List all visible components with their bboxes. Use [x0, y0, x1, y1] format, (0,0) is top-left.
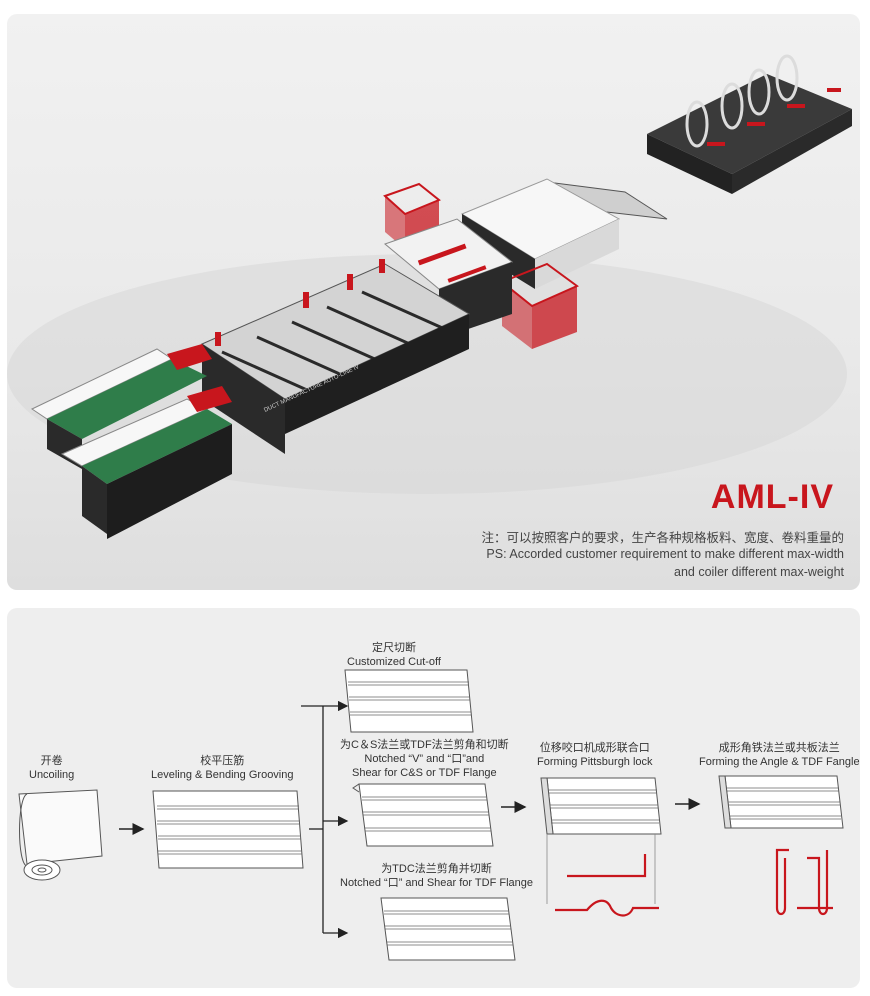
step-cutoff-label: 定尺切断 Customized Cut-off [347, 641, 441, 669]
tdc-notch-sheet [380, 897, 516, 961]
angle-tdf-sheet [718, 775, 844, 829]
step-angle-cn: 成形角铁法兰或共板法兰 [718, 742, 840, 754]
step-notched-v-en2: Shear for C&S or TDF Flange [351, 767, 497, 779]
shear-station [384, 218, 514, 339]
step-pittsburgh-cn: 位移咬口机成形联合口 [539, 742, 650, 754]
step-tdc-cn: 为TDC法兰剪角并切断 [381, 863, 492, 875]
step-angle-en: Forming the Angle & TDF Fangle [699, 756, 860, 768]
process-flow-panel: 开卷 Uncoiling 校平压筋 Leveling & Bending Gro… [7, 608, 860, 988]
step-cutoff-cn: 定尺切断 [371, 642, 416, 654]
duct-auto-line-illustration: DUCT MANUFACTURE AUTO-LINE IV [7, 54, 852, 539]
main-conveyor-bed: DUCT MANUFACTURE AUTO-LINE IV [200, 259, 471, 454]
notched-v-sheet [352, 783, 494, 847]
pittsburgh-profile [555, 854, 659, 917]
step-leveling-label: 校平压筋 Leveling & Bending Grooving [151, 754, 293, 782]
step-pittsburgh-label: 位移咬口机成形联合口 Forming Pittsburgh lock [537, 741, 653, 769]
leveling-sheet [152, 790, 304, 869]
step-tdc-label: 为TDC法兰剪角并切断 Notched “口” and Shear for TD… [340, 862, 533, 890]
step-notched-v-label: 为C＆S法兰或TDF法兰剪角和切断 Notched “V” and “口”and… [340, 738, 509, 780]
cutoff-sheet [344, 669, 474, 733]
coil-illustration [18, 789, 103, 881]
model-title: AML-IV [710, 478, 834, 516]
step-leveling-en: Leveling & Bending Grooving [151, 769, 294, 781]
step-leveling-cn: 校平压筋 [200, 755, 245, 767]
product-hero-panel: DUCT MANUFACTURE AUTO-LINE IV AML-IV 注：可… [7, 14, 860, 590]
note-english-line-2: and coiler different max-weight [674, 565, 844, 579]
note-english-line-1: PS: Accorded customer requirement to mak… [486, 547, 844, 561]
tdf-flange-profile [775, 848, 833, 916]
step-cutoff-en: Customized Cut-off [347, 656, 441, 668]
step-notched-v-cn: 为C＆S法兰或TDF法兰剪角和切断 [340, 739, 509, 751]
step-angle-label: 成形角铁法兰或共板法兰 Forming the Angle & TDF Fang… [699, 741, 860, 769]
pittsburgh-sheet [540, 777, 662, 904]
step-notched-v-en1: Notched “V” and “口”and [364, 753, 485, 765]
process-flow-diagram [18, 669, 844, 961]
branch-bracket [301, 700, 349, 939]
step-uncoiling-label: 开卷 Uncoiling [29, 754, 74, 782]
step-pittsburgh-en: Forming Pittsburgh lock [537, 756, 653, 768]
step-tdc-en: Notched “口” and Shear for TDF Flange [340, 877, 533, 889]
step-uncoiling-en: Uncoiling [29, 769, 75, 781]
decoiler-unit [647, 54, 852, 194]
forming-machine-lower [60, 386, 232, 539]
note-chinese: 注：可以按照客户的要求，生产各种规格板料、宽度、卷料重量的 [481, 531, 844, 545]
step-uncoiling-cn: 开卷 [40, 755, 63, 767]
